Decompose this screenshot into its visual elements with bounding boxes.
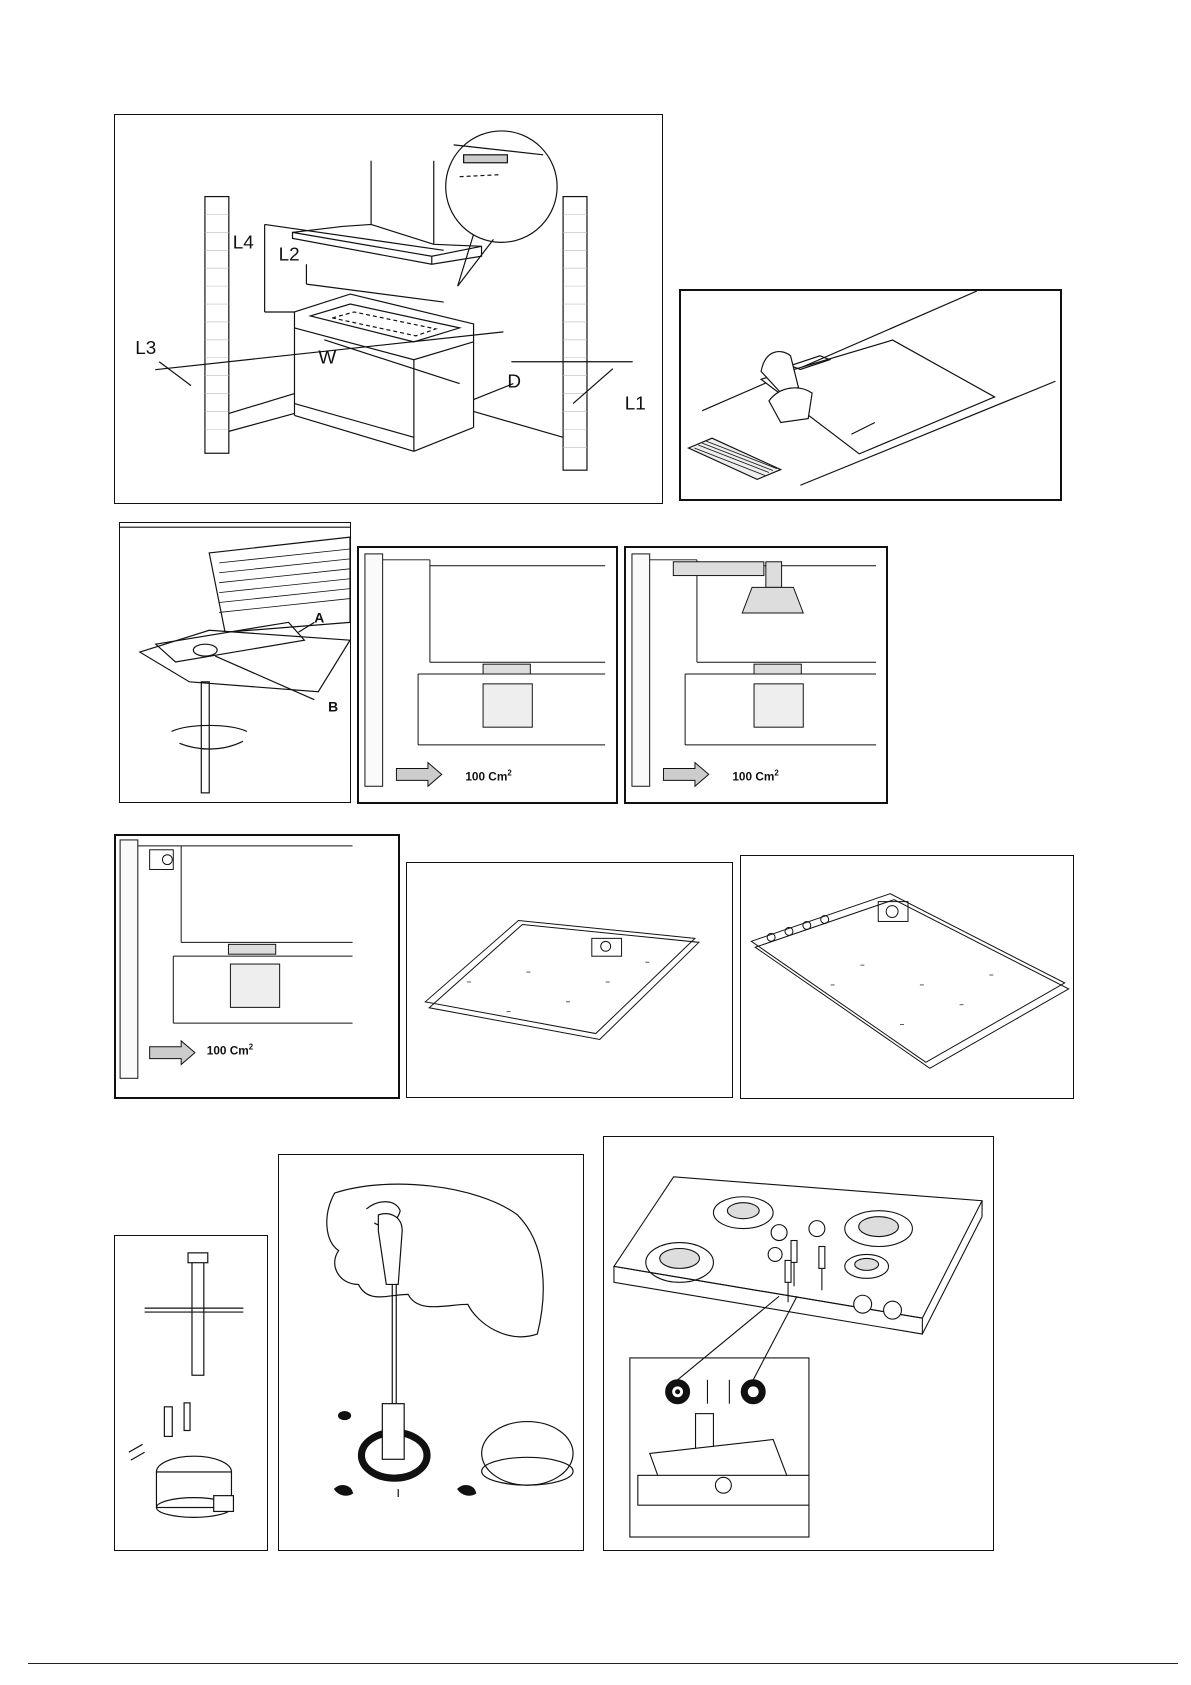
figure-hob-underside-1 [406, 862, 733, 1098]
injector-spanner-drawing [115, 1236, 267, 1550]
figure-ventilation-wall-fan: 100 Cm2 [114, 834, 400, 1099]
page-bottom-rule [28, 1663, 1178, 1664]
figure-worktop-cutout [679, 289, 1062, 501]
fixing-clamp-drawing: A B [120, 523, 350, 802]
label-l4: L4 [233, 232, 254, 253]
ventilation-caption-3: 100 Cm2 [207, 1043, 254, 1058]
label-d: D [507, 372, 521, 393]
label-a: A [314, 609, 324, 625]
label-b: B [328, 699, 338, 715]
figure-injector-spanner [114, 1235, 268, 1551]
label-l1: L1 [625, 393, 646, 414]
hob-underside-1-drawing [407, 863, 732, 1097]
tap-adjustment-drawing [279, 1155, 583, 1550]
figure-tap-adjustment [278, 1154, 584, 1551]
figure-ventilation-with-hood: 100 Cm2 [624, 546, 888, 804]
ventilation-with-hood-drawing: 100 Cm2 [626, 548, 886, 802]
figure-installation-dimensions: L4 L2 L3 W D L1 [114, 114, 663, 504]
figure-ventilation-no-hood: 100 Cm2 [357, 546, 618, 804]
label-w: W [318, 348, 336, 369]
ventilation-wall-fan-drawing: 100 Cm2 [116, 836, 398, 1097]
figure-tap-bypass [603, 1136, 994, 1551]
tap-bypass-drawing [604, 1137, 993, 1550]
ventilation-caption-1: 100 Cm2 [465, 768, 512, 783]
figure-hob-underside-2 [740, 855, 1074, 1099]
hob-underside-2-drawing [741, 856, 1073, 1098]
label-l3: L3 [135, 338, 156, 359]
label-l2: L2 [279, 244, 300, 265]
ventilation-no-hood-drawing: 100 Cm2 [359, 548, 616, 802]
ventilation-caption-2: 100 Cm2 [732, 768, 779, 783]
worktop-cutout-drawing [681, 291, 1060, 499]
installation-dimensions-drawing: L4 L2 L3 W D L1 [115, 115, 662, 503]
figure-fixing-clamp: A B [119, 522, 351, 803]
